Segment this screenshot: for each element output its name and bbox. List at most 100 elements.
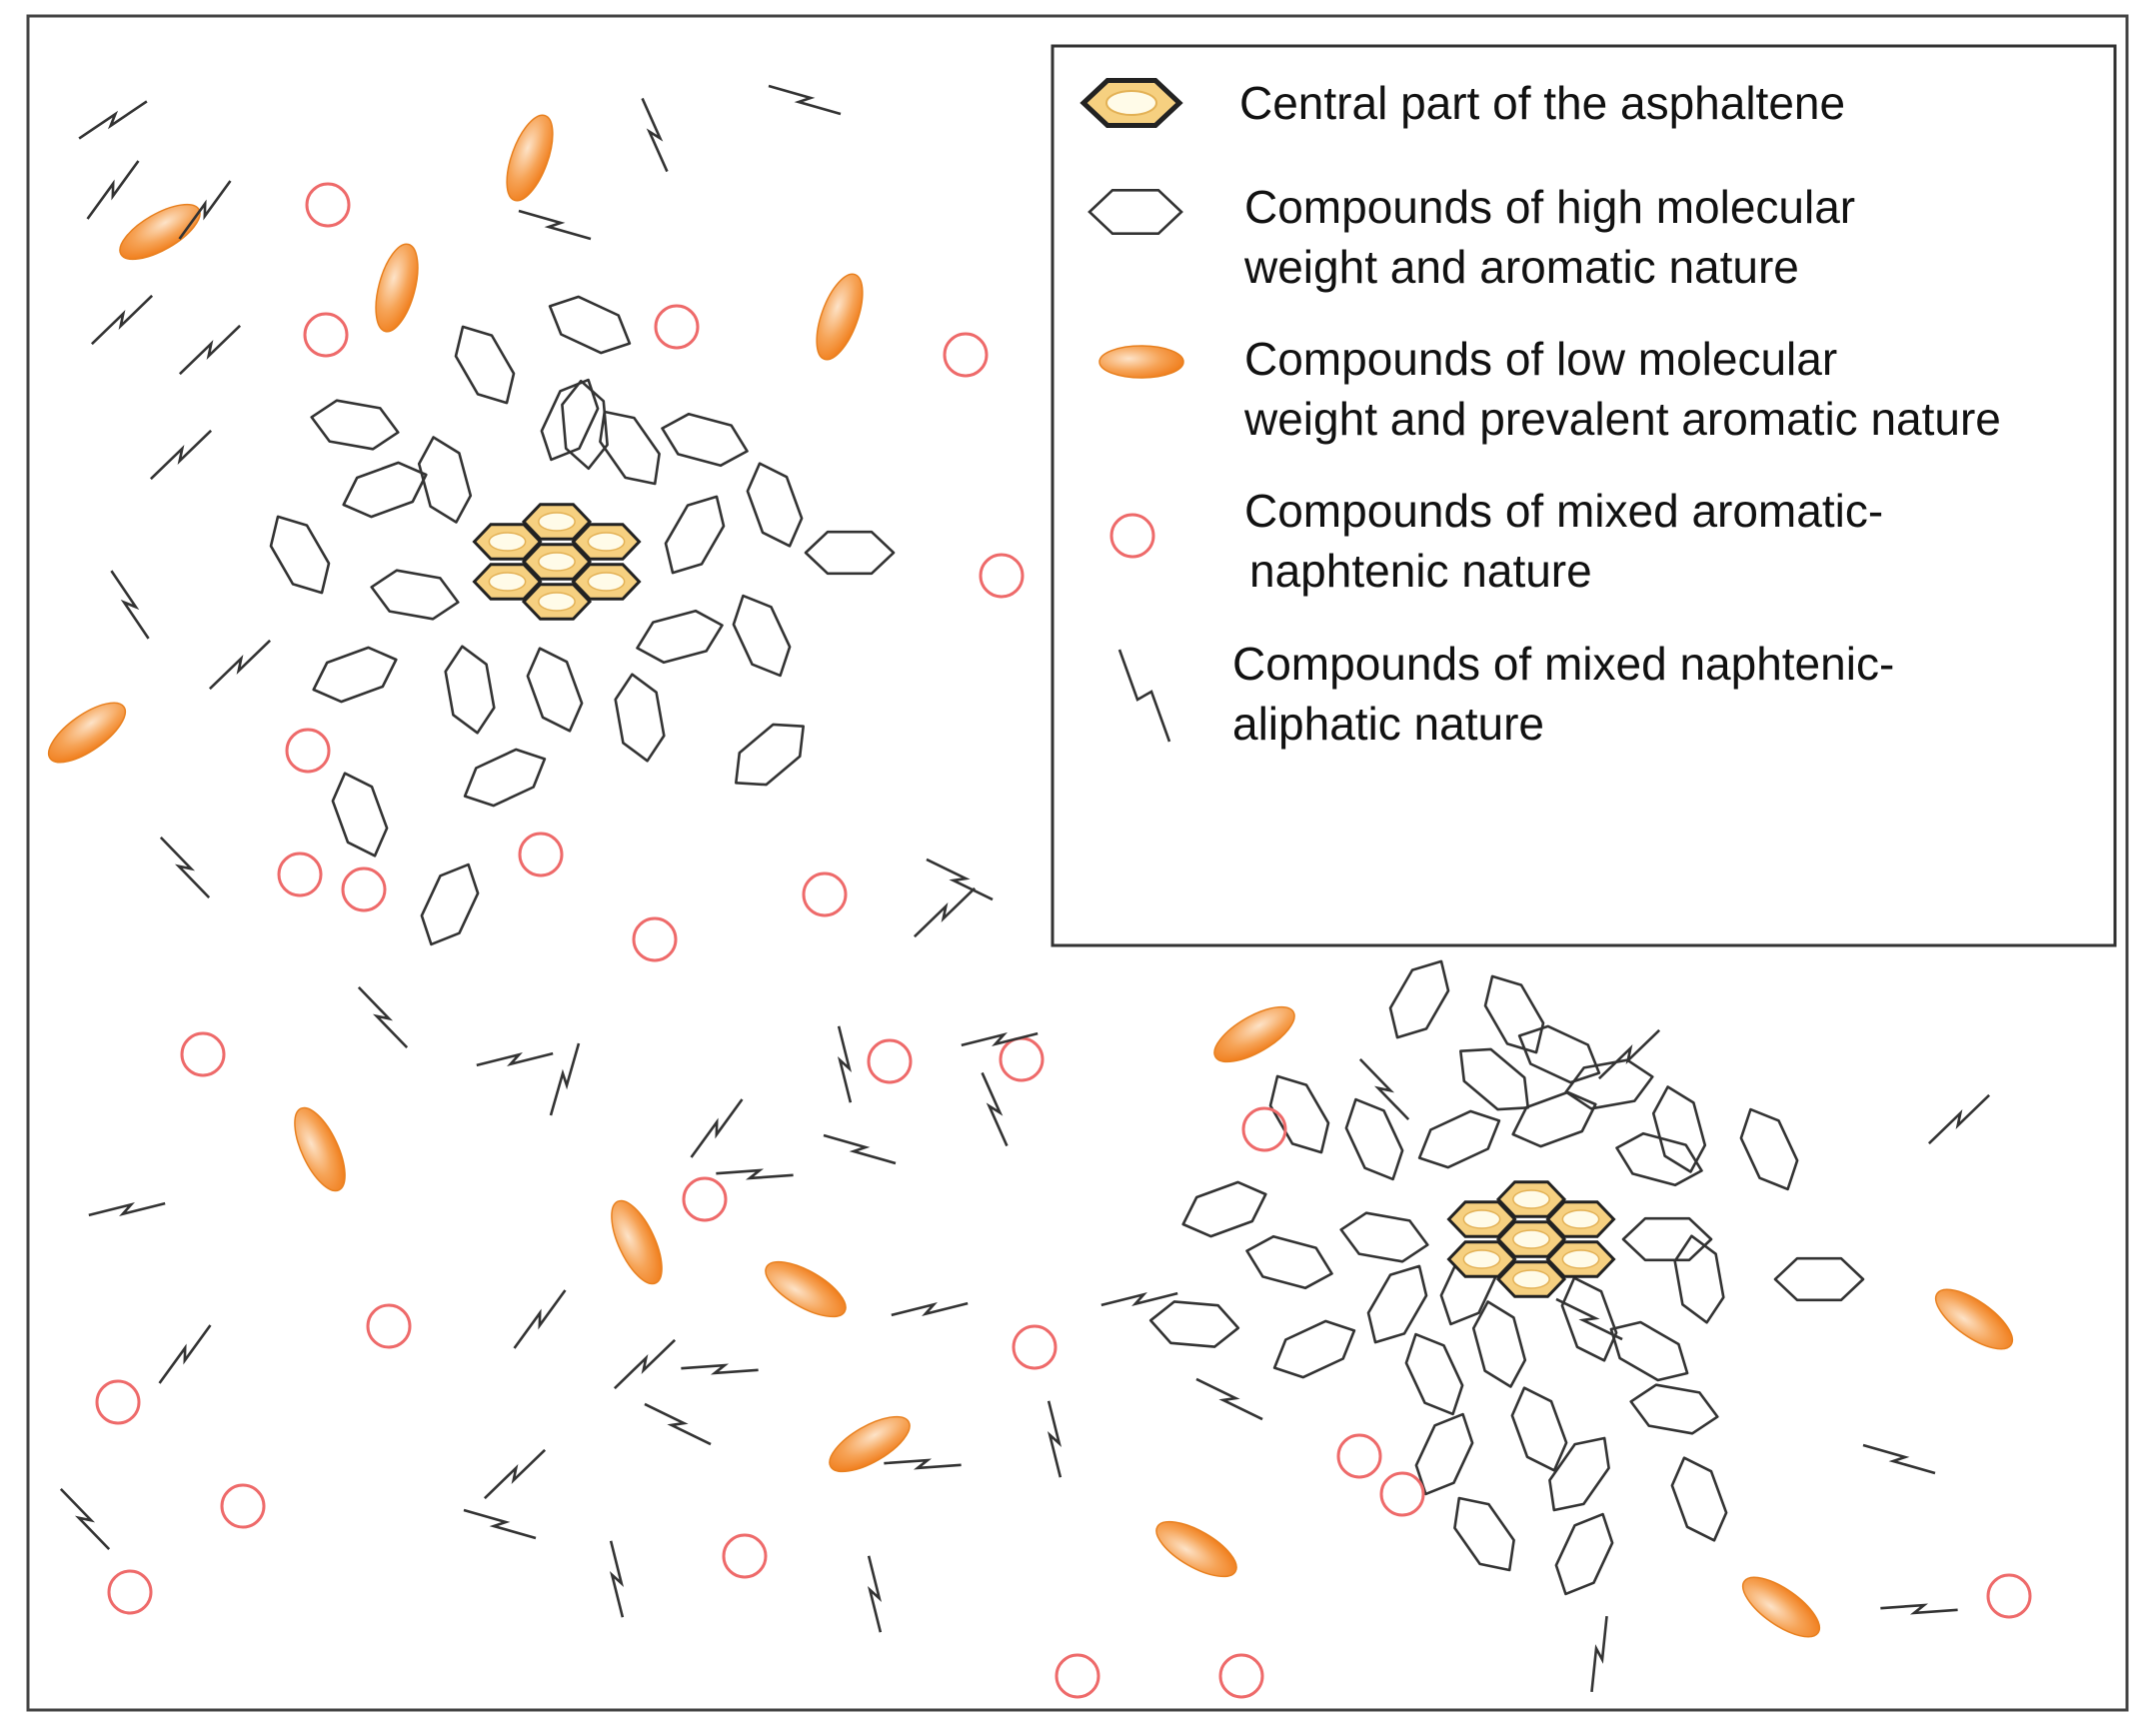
chain-compound <box>690 1098 744 1158</box>
chain-compound <box>641 97 669 173</box>
ellipse-compound <box>119 203 201 261</box>
circle-compound <box>1336 1433 1382 1479</box>
chain-compound <box>867 1555 883 1633</box>
hexagon-compound <box>370 569 460 621</box>
legend-label-hexagon: weight and aromatic nature <box>1243 241 1799 293</box>
circle-compound <box>285 728 331 774</box>
chain-compound <box>483 1448 547 1500</box>
chain-compound <box>513 1289 567 1349</box>
chain-compound <box>178 180 232 240</box>
ellipse-compound <box>829 1415 911 1473</box>
hexagon-compound <box>661 412 749 468</box>
ellipse-compound <box>506 114 554 202</box>
hexagon-compound <box>1629 1383 1719 1435</box>
legend: Central part of the asphalteneCompounds … <box>1051 44 2117 947</box>
circle-compound <box>802 871 848 917</box>
hexagon-compound <box>1414 1412 1474 1496</box>
chain-compound <box>178 324 242 376</box>
ellipse-compound <box>611 1199 663 1285</box>
hexagon-compound <box>734 723 806 787</box>
legend-label-ellipse: weight and prevalent aromatic nature <box>1243 393 2001 445</box>
circle-compound <box>366 1303 412 1349</box>
legend-ellipse-icon <box>1098 345 1184 379</box>
chain-compound <box>149 429 213 481</box>
circle-compound <box>1218 1653 1264 1699</box>
chain-compound <box>1100 1291 1178 1307</box>
chain-compound <box>891 1301 969 1317</box>
hexagon-compound <box>1651 1085 1707 1173</box>
hexagon-compound <box>1417 1109 1501 1169</box>
circle-compound <box>341 866 387 912</box>
hexagon-compound <box>1404 1332 1464 1416</box>
circle-compound <box>722 1533 768 1579</box>
hexagon-compound <box>1453 1496 1515 1572</box>
hexagon-compound <box>310 399 400 451</box>
hexagon-compound <box>1272 1319 1356 1379</box>
hexagon-compound <box>1511 1090 1597 1148</box>
hexagon-compound <box>561 379 609 471</box>
legend-label-ellipse: Compounds of low molecular <box>1244 333 1837 385</box>
hexagon-compound <box>444 645 496 735</box>
hexagon-compound <box>540 378 600 462</box>
ellipse-compound <box>1741 1576 1821 1638</box>
hexagon-compound <box>636 609 724 665</box>
chain-compound <box>463 1508 537 1540</box>
circle-compound <box>1379 1471 1425 1517</box>
chain-compound <box>110 570 150 640</box>
chain-compound <box>961 1031 1039 1047</box>
legend-hexagon-icon <box>1087 189 1183 235</box>
hexagon-compound <box>1268 1074 1330 1154</box>
hexagon-compound <box>1245 1234 1333 1290</box>
chain-compound <box>476 1051 554 1067</box>
hexagon-compound <box>664 495 726 575</box>
hexagon-compound <box>1344 1097 1404 1181</box>
circle-compound <box>943 332 989 378</box>
circle-compound <box>867 1038 913 1084</box>
hexagon-compound <box>463 748 547 808</box>
asphaltene-cores <box>472 503 1616 1298</box>
hexagon-compound <box>804 530 896 576</box>
chain-compound <box>1555 1297 1623 1341</box>
asphaltene-core <box>472 503 642 621</box>
circle-compound <box>305 182 351 228</box>
hexagon-compound <box>1548 1436 1610 1512</box>
chain-compound <box>78 100 148 140</box>
hexagon-compound <box>746 462 804 548</box>
chain-compound <box>59 1487 111 1551</box>
hexagon-compound <box>1181 1180 1267 1238</box>
chain-compound <box>357 985 409 1049</box>
chain-compound <box>613 1338 677 1390</box>
circle-compound <box>180 1031 226 1077</box>
chain-compound <box>86 160 140 220</box>
chain-compound <box>1927 1093 1991 1145</box>
chain-compound <box>1358 1057 1410 1121</box>
hexagon-compound <box>1739 1107 1799 1191</box>
ellipse-compound <box>1213 1005 1295 1063</box>
circle-compound <box>1241 1106 1287 1152</box>
circle-compound <box>682 1176 728 1222</box>
chain-compound <box>837 1025 853 1103</box>
legend-label-core: Central part of the asphaltene <box>1239 77 1845 129</box>
legend-label-circle: naphtenic nature <box>1249 545 1592 597</box>
hexagon-compound <box>1388 959 1450 1039</box>
hexagon-compound <box>1510 1386 1568 1472</box>
chain-compound <box>90 294 154 346</box>
chain-compound <box>88 1201 166 1217</box>
chain-compound <box>1590 1615 1608 1693</box>
chain-compound <box>159 836 211 899</box>
hexagon-compound <box>1673 1234 1725 1324</box>
chain-compound <box>1047 1400 1063 1478</box>
naphtenic-aliphatic-chains <box>59 84 1991 1693</box>
chain-compound <box>716 1168 794 1180</box>
chain-compound <box>1597 1028 1661 1080</box>
chain-compound <box>768 84 842 116</box>
hexagon-compound <box>1517 1024 1601 1084</box>
circle-compound <box>277 852 323 897</box>
legend-label-hexagon: Compounds of high molecular <box>1244 181 1855 233</box>
chain-compound <box>208 639 272 691</box>
hexagon-compound <box>614 673 666 763</box>
ellipse-compound <box>375 243 419 333</box>
ellipse-compound <box>765 1260 847 1318</box>
hexagon-compound <box>1339 1211 1429 1263</box>
